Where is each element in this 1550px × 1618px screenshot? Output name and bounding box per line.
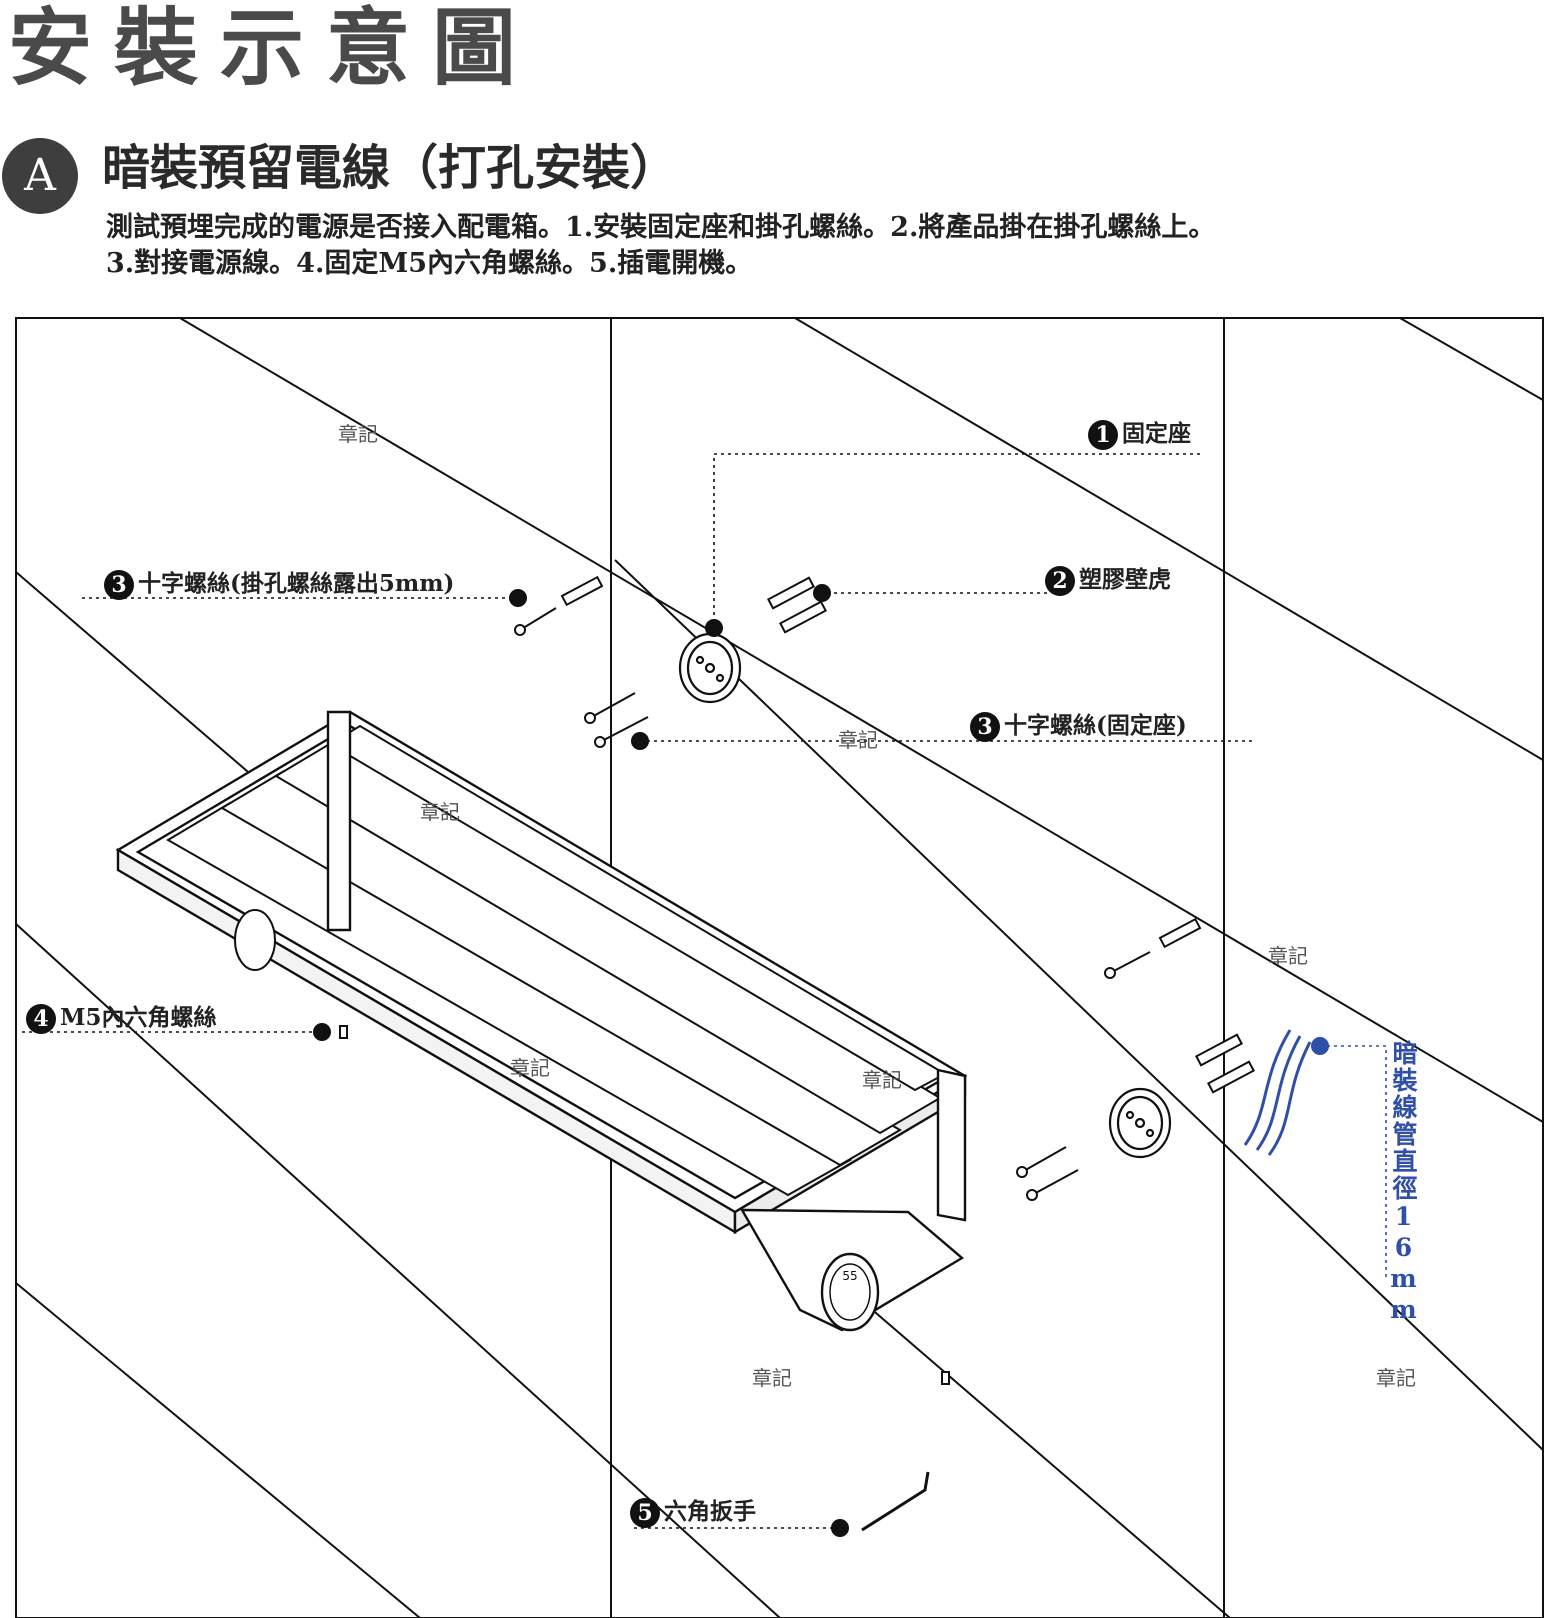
watermark: 章記 (862, 1068, 902, 1092)
watermark: 章記 (1268, 944, 1308, 968)
conduit-pipe (1243, 1029, 1312, 1156)
screws-and-anchors (339, 575, 1256, 1385)
watermark: 章記 (510, 1056, 550, 1080)
watermark: 章記 (752, 1366, 792, 1390)
rack-posts (326, 710, 967, 1222)
instruction-line-2: 3.對接電源線。4.固定M5內六角螺絲。5.插電開機。 (106, 248, 753, 279)
part-label: 六角扳手 (664, 1498, 756, 1525)
switch-label: 55 (842, 1269, 857, 1283)
part-number-badge: 1 (1088, 420, 1118, 450)
rack-wall-mount (234, 909, 276, 971)
part-label: 十字螺絲(固定座) (1004, 712, 1187, 739)
hex-wrench (861, 1471, 930, 1532)
dot-part3b (631, 732, 649, 750)
fixing-seat (678, 632, 1172, 1159)
dot-part5 (831, 1519, 849, 1537)
part-label: 十字螺絲(掛孔螺絲露出5mm) (138, 570, 455, 597)
watermark: 章記 (1376, 1366, 1416, 1390)
leader-lines (22, 453, 1387, 1529)
diagram-frame (15, 317, 1544, 1618)
tile-joints (15, 317, 1544, 1618)
dot-part3a (509, 589, 527, 607)
watermark: 章記 (838, 728, 878, 752)
page-title: 安裝示意圖 (8, 0, 539, 97)
heater-cylinder: 55 (739, 1208, 965, 1332)
part-number-badge: 3 (970, 712, 1000, 742)
part-number-badge: 3 (104, 570, 134, 600)
watermark: 章記 (420, 800, 460, 824)
dot-part2 (813, 584, 831, 602)
watermark: 章記 (338, 422, 378, 446)
part-label: M5內六角螺絲 (60, 1004, 217, 1031)
dot-part4 (313, 1023, 331, 1041)
part-label: 固定座 (1122, 420, 1191, 447)
section-heading: 暗裝預留電線（打孔安裝） (102, 140, 679, 196)
part-label: 塑膠壁虎 (1079, 566, 1171, 593)
section-badge: A (2, 138, 78, 214)
part-number-badge: 5 (630, 1498, 660, 1528)
dot-part1 (705, 619, 723, 637)
callout-dots (313, 584, 1329, 1537)
conduit-label: 暗裝線管直徑16mm (1389, 1040, 1418, 1326)
part-number-badge: 4 (26, 1004, 56, 1034)
part-number-badge: 2 (1045, 566, 1075, 596)
dot-conduit (1311, 1037, 1329, 1055)
instruction-line-1: 測試預埋完成的電源是否接入配電箱。1.安裝固定座和掛孔螺絲。2.將產品掛在掛孔螺… (106, 212, 1216, 243)
